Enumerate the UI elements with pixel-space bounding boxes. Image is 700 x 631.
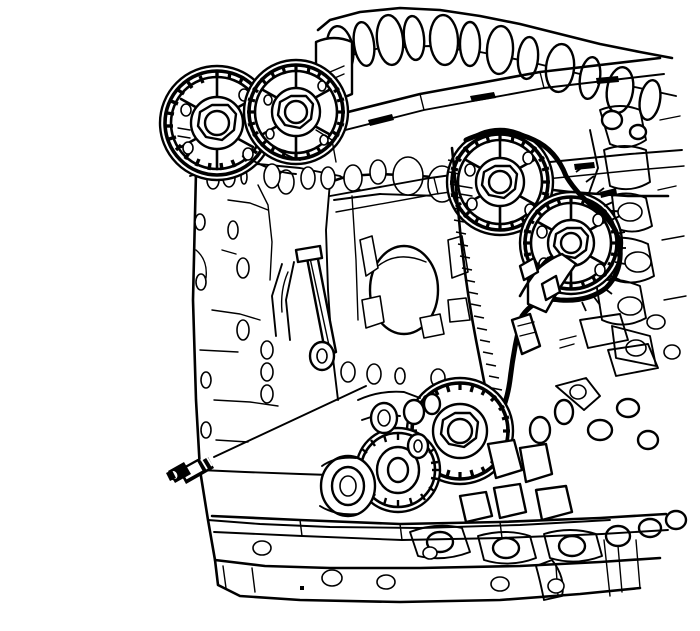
cam-sprocket-left-exhaust [242, 58, 350, 166]
chain-tensioner [510, 252, 578, 356]
oil-pan-rail [210, 512, 669, 560]
chain-guide [271, 244, 338, 372]
lower-block-casting [357, 313, 681, 524]
camshaft-upper [184, 6, 685, 213]
bolt-dowel-pin-symbol [166, 455, 214, 484]
leader-line [213, 385, 367, 458]
oil-pump-drive-gear [319, 426, 442, 518]
cam-sprocket-right-intake [445, 127, 555, 237]
callout-leader [213, 385, 367, 458]
left-bank-cover [251, 129, 337, 189]
cam-sprocket-left-intake [158, 64, 276, 182]
